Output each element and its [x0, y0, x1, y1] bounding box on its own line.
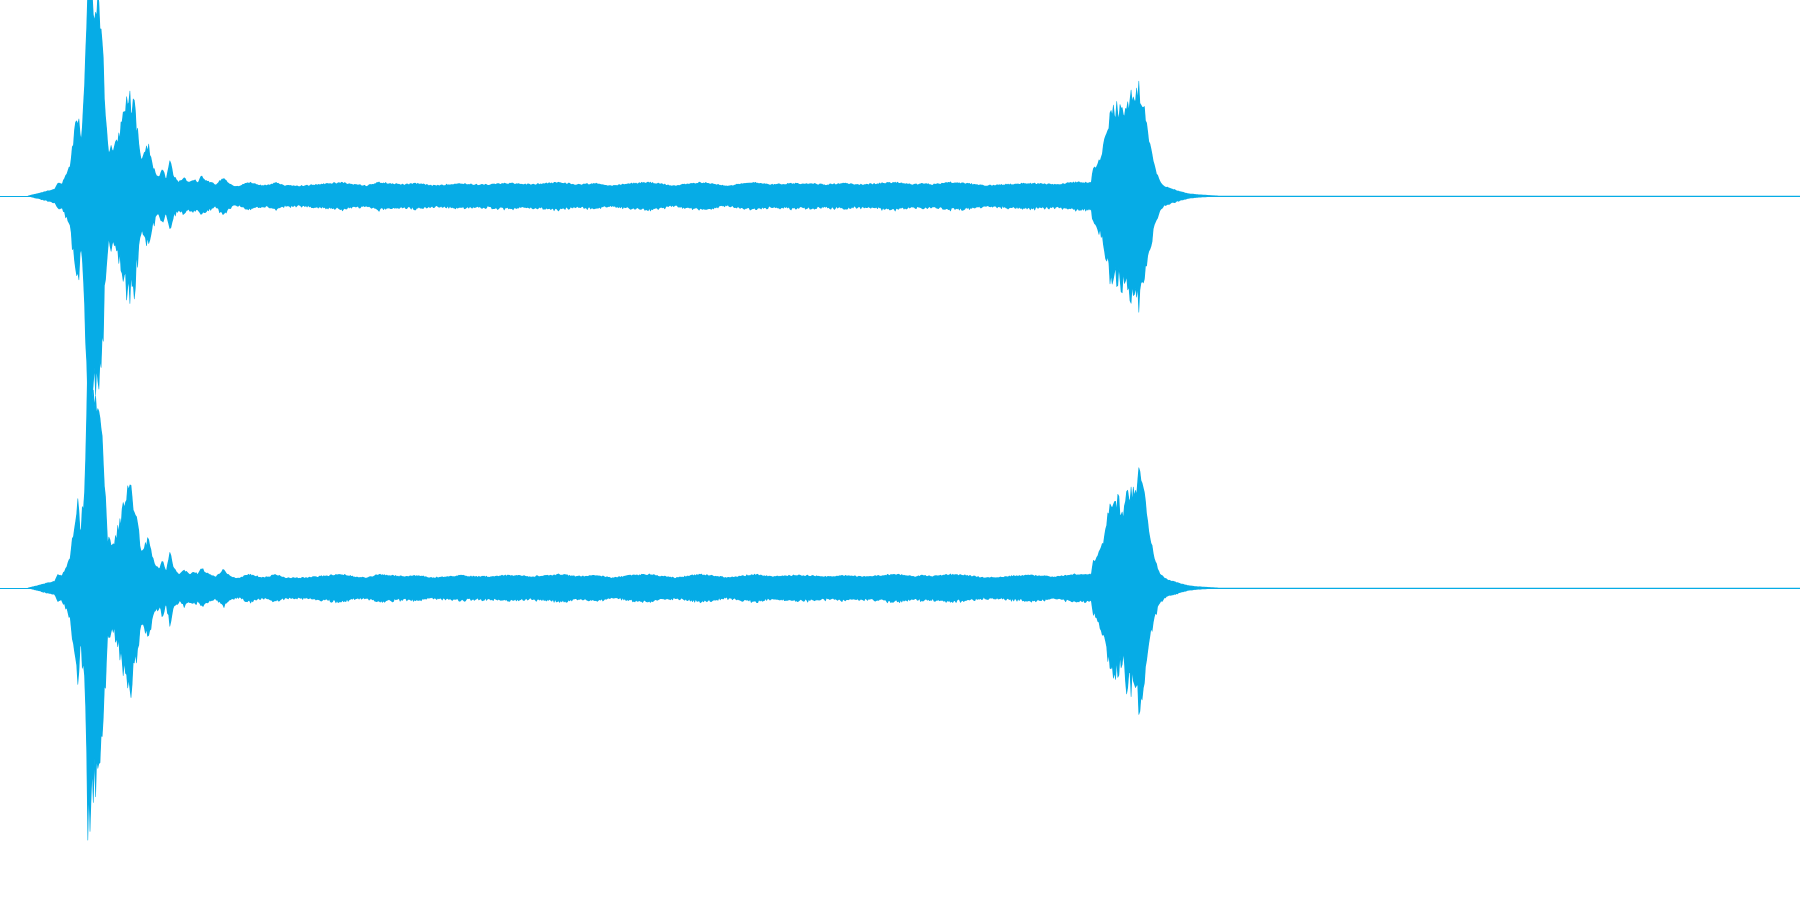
- channel-2-waveform: [0, 354, 1800, 841]
- channel-1-waveform: [0, 0, 1800, 445]
- channels-layer: [0, 0, 1800, 841]
- channel-2-envelope: [27, 354, 1800, 841]
- channel-1-envelope: [27, 0, 1800, 445]
